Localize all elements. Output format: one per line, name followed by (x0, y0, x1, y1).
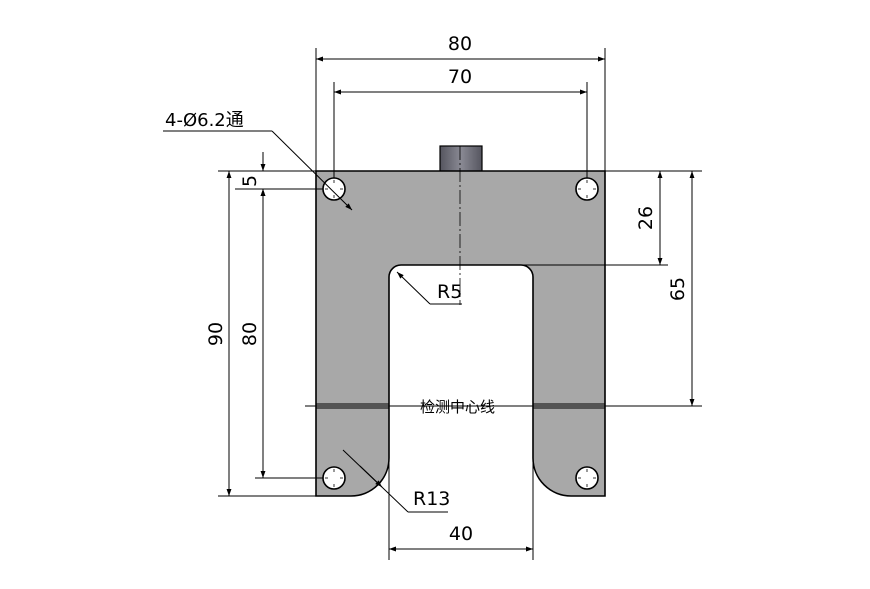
hole-note-text: 4-Ø6.2通 (165, 110, 244, 131)
sensor-block (439, 145, 483, 173)
hole-bottom-right (575, 466, 599, 490)
dim-text-80: 80 (448, 33, 472, 55)
dim-text-26: 26 (635, 206, 657, 230)
u-plate (315, 170, 606, 497)
dim-text-5: 5 (239, 175, 261, 187)
dim-text-80-left: 80 (239, 322, 261, 346)
detection-center-label: 检测中心线 (420, 398, 495, 416)
r13-arrow (359, 465, 383, 488)
dim-text-70: 70 (448, 66, 472, 88)
r5-leader (396, 271, 431, 305)
r13-text: R13 (413, 488, 450, 510)
hole-center-marks (325, 180, 596, 487)
dim-text-90: 90 (205, 322, 227, 346)
dim-text-65: 65 (667, 277, 689, 301)
r5-text: R5 (437, 281, 462, 303)
dim-text-40: 40 (449, 523, 473, 545)
